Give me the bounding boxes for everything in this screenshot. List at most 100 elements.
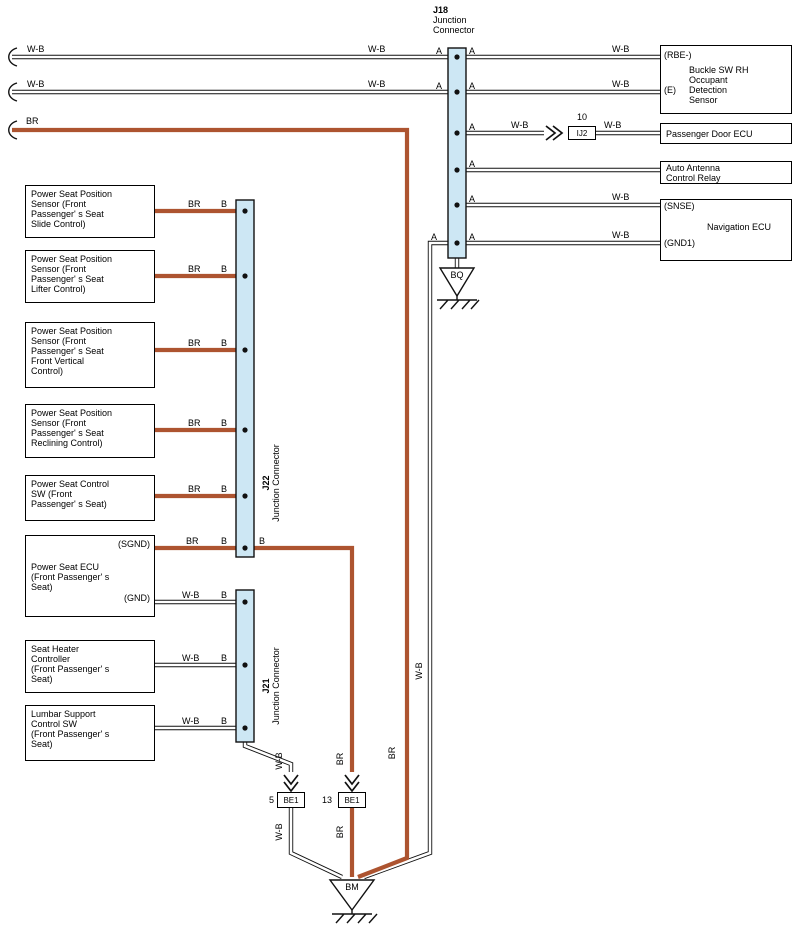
wire-label-wb: W-B: [274, 752, 284, 770]
chevron-right-icon: [545, 125, 564, 141]
pin-label-a: A: [469, 159, 476, 169]
pin-label-13: 13: [321, 795, 332, 805]
wire-label-wb: W-B: [27, 79, 45, 89]
terminal-e: (E): [664, 85, 676, 95]
terminal-gnd1: (GND1): [664, 238, 695, 248]
terminal-snse: (SNSE): [664, 201, 695, 211]
wire-label-wb: W-B: [274, 823, 284, 841]
pin-label-b: B: [259, 536, 266, 546]
wire-label-br: BR: [188, 264, 201, 274]
box-power-seat-control-sw: Power Seat Control SW (Front Passenger' …: [25, 475, 155, 521]
box-label: Auto Antenna Control Relay: [666, 163, 721, 183]
pin-label-b: B: [221, 418, 228, 428]
box-power-seat-position-slide: Power Seat Position Sensor (Front Passen…: [25, 185, 155, 238]
pin-label-a: A: [469, 194, 476, 204]
box-power-seat-ecu: (SGND) Power Seat ECU (Front Passenger' …: [25, 535, 155, 617]
box-navigation-ecu: (SNSE) Navigation ECU (GND1): [660, 199, 792, 261]
pin-label-b: B: [221, 338, 228, 348]
pin-label-10: 10: [576, 112, 587, 122]
connection-dots: [242, 54, 460, 731]
box-label: Lumbar Support Control SW (Front Passeng…: [31, 709, 110, 749]
box-label: Power Seat Position Sensor (Front Passen…: [31, 254, 113, 294]
pin-label-b: B: [221, 264, 228, 274]
wire-label-br: BR: [387, 746, 397, 760]
ground-label-bq: BQ: [450, 270, 464, 280]
j18-name-line2: Connector: [433, 25, 475, 35]
pin-label-a: A: [436, 81, 443, 91]
chevron-down-icon: [283, 774, 360, 793]
wire-label-wb: W-B: [182, 716, 200, 726]
box-seat-heater-controller: Seat Heater Controller (Front Passenger'…: [25, 640, 155, 693]
wire-label-wb: W-B: [612, 79, 630, 89]
box-label: Power Seat ECU (Front Passenger' s Seat): [31, 562, 110, 592]
pin-label-a: A: [469, 122, 476, 132]
wire-label-wb: W-B: [368, 44, 386, 54]
pin-label-b: B: [221, 590, 228, 600]
wire-label-wb: W-B: [612, 192, 630, 202]
wire-label-wb: W-B: [182, 590, 200, 600]
box-passenger-door-ecu: Passenger Door ECU: [660, 123, 792, 144]
pin-label-a: A: [436, 46, 443, 56]
box-label: Seat Heater Controller (Front Passenger'…: [31, 644, 110, 684]
j21-name: Junction Connector: [271, 647, 281, 725]
terminal-sgnd: (SGND): [118, 539, 150, 549]
box-label: Power Seat Control SW (Front Passenger' …: [31, 479, 110, 509]
pin-label-a: A: [469, 46, 476, 56]
pin-label-a: A: [469, 232, 476, 242]
wire-label-wb: W-B: [368, 79, 386, 89]
box-label: Passenger Door ECU: [666, 129, 753, 139]
ground-label-bm: BM: [345, 882, 359, 892]
wb-wires: [12, 54, 660, 880]
box-label: Power Seat Position Sensor (Front Passen…: [31, 326, 113, 376]
wire-label-wb: W-B: [27, 44, 45, 54]
wire-label-br: BR: [188, 338, 201, 348]
pin-label-b: B: [221, 653, 228, 663]
wire-label-br: BR: [188, 418, 201, 428]
box-lumbar-support-sw: Lumbar Support Control SW (Front Passeng…: [25, 705, 155, 761]
box-label: Power Seat Position Sensor (Front Passen…: [31, 189, 113, 229]
wire-label-wb: W-B: [414, 662, 424, 680]
box-label: Buckle SW RH Occupant Detection Sensor: [689, 65, 749, 105]
pin-label-a: A: [431, 232, 438, 242]
j18-name-line1: Junction: [433, 15, 467, 25]
wire-label-br: BR: [186, 536, 199, 546]
pin-label-b: B: [221, 716, 228, 726]
wire-label-br: BR: [188, 199, 201, 209]
connector-be1-13: BE1: [338, 792, 366, 808]
j22-bar: [235, 199, 255, 558]
wire-label-wb: W-B: [612, 44, 630, 54]
box-buckle-sw: (RBE-) (E) Buckle SW RH Occupant Detecti…: [660, 45, 792, 114]
box-label: Navigation ECU: [707, 222, 772, 232]
j18-id: J18: [433, 5, 449, 15]
terminal-rbe: (RBE-): [664, 50, 692, 60]
box-label: Power Seat Position Sensor (Front Passen…: [31, 408, 113, 448]
ground-bm-icon: [328, 879, 378, 924]
ground-bq-icon: [437, 267, 480, 310]
wire-label-br: BR: [188, 484, 201, 494]
br-wires: [12, 127, 410, 879]
box-power-seat-position-front-vertical: Power Seat Position Sensor (Front Passen…: [25, 322, 155, 388]
connector-be1-5: BE1: [277, 792, 305, 808]
wire-label-br: BR: [335, 825, 345, 839]
box-power-seat-position-lifter: Power Seat Position Sensor (Front Passen…: [25, 250, 155, 303]
j21-id: J21: [261, 678, 271, 694]
j21-title: J21 Junction Connector: [261, 638, 283, 734]
pin-label-a: A: [469, 81, 476, 91]
j18-title: J18 Junction Connector: [433, 5, 475, 35]
wire-label-wb: W-B: [604, 120, 622, 130]
wire-label-wb: W-B: [511, 120, 529, 130]
wire-label-wb: W-B: [612, 230, 630, 240]
wire-label-br: BR: [335, 752, 345, 766]
junction-bars: [235, 47, 467, 743]
box-auto-antenna-relay: Auto Antenna Control Relay: [660, 161, 792, 184]
box-power-seat-position-reclining: Power Seat Position Sensor (Front Passen…: [25, 404, 155, 458]
j22-name: Junction Connector: [271, 444, 281, 522]
wire-label-br: BR: [26, 116, 39, 126]
pin-label-b: B: [221, 484, 228, 494]
connector-ij2: IJ2: [568, 126, 596, 140]
pin-label-b: B: [221, 199, 228, 209]
terminal-gnd: (GND): [124, 593, 150, 603]
j22-id: J22: [261, 475, 271, 491]
